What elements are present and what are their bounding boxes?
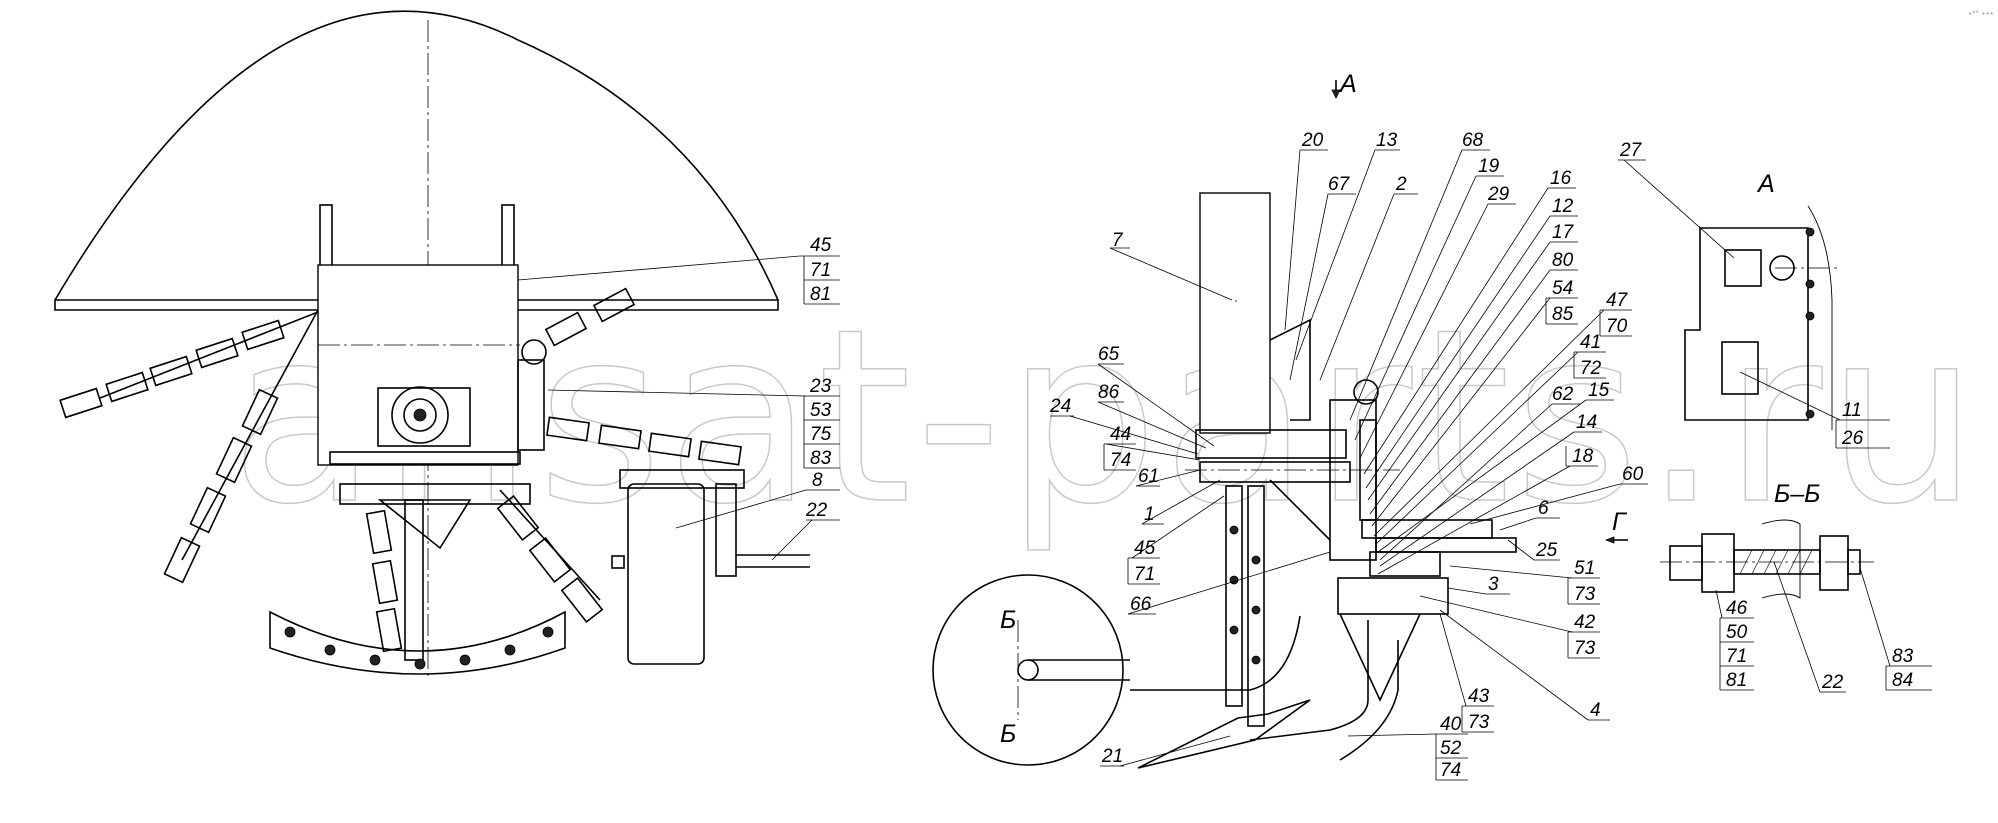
part-number-7: 7 — [1112, 230, 1124, 251]
part-number-24: 24 — [1049, 396, 1071, 417]
part-number-83: 83 — [1892, 646, 1914, 667]
opener-shoe — [1137, 699, 1311, 769]
part-number-22: 22 — [805, 500, 828, 521]
part-number-80: 80 — [1552, 250, 1574, 271]
part-number-21: 21 — [1101, 746, 1123, 767]
hopper-box — [1199, 192, 1271, 434]
part-number-72: 72 — [1580, 358, 1602, 379]
callout-left-22: 22 — [771, 500, 840, 561]
view-a: А 27 11 26 — [1618, 140, 1890, 449]
section-mark-b-bottom: Б — [1000, 720, 1016, 748]
part-number-18: 18 — [1572, 446, 1594, 467]
wheel-side — [627, 483, 705, 665]
part-number-43: 43 — [1468, 686, 1490, 707]
view-arrow-g-label: Г — [1612, 508, 1628, 536]
part-number-8: 8 — [812, 470, 823, 491]
part-number-70: 70 — [1606, 316, 1628, 337]
part-number-41: 41 — [1580, 332, 1601, 353]
part-number-67: 67 — [1328, 174, 1351, 195]
cup-chain-left — [59, 309, 319, 584]
part-number-14: 14 — [1576, 412, 1597, 433]
part-number-74: 74 — [1440, 760, 1461, 781]
callout-left-45-71-81: 45 71 81 — [517, 235, 840, 305]
part-number-25: 25 — [1535, 540, 1558, 561]
part-number-23: 23 — [809, 376, 832, 397]
part-number-75: 75 — [810, 424, 832, 445]
furrow-guard — [269, 610, 566, 675]
center-view: A — [932, 70, 1648, 781]
part-number-29: 29 — [1487, 184, 1510, 205]
corner-mark: •°° ••• — [1968, 10, 1994, 18]
part-number-86: 86 — [1098, 382, 1120, 403]
part-number-47: 47 — [1606, 290, 1629, 311]
part-number-42: 42 — [1574, 612, 1596, 633]
part-number-20: 20 — [1301, 130, 1324, 151]
part-number-44: 44 — [1110, 424, 1131, 445]
part-number-73: 73 — [1468, 712, 1490, 733]
part-number-4: 4 — [1590, 700, 1601, 721]
left-view: 45 71 81 23 53 75 83 8 22 — [54, 10, 840, 680]
part-number-45: 45 — [810, 235, 832, 256]
part-number-71: 71 — [810, 260, 831, 281]
center-callouts: 7 20 13 67 2 68 19 — [1049, 130, 1648, 781]
part-number-71: 71 — [1134, 564, 1155, 585]
part-number-52: 52 — [1440, 738, 1462, 759]
part-number-13: 13 — [1376, 130, 1398, 151]
part-number-73: 73 — [1574, 584, 1596, 605]
part-number-51: 51 — [1574, 558, 1595, 579]
cup-chain-right — [365, 287, 742, 653]
callout-left-8: 8 — [675, 470, 840, 529]
part-number-54: 54 — [1552, 278, 1573, 299]
watermark-text: ansat-parts.ru — [230, 277, 1982, 557]
part-number-6: 6 — [1538, 498, 1549, 519]
part-number-11: 11 — [1842, 400, 1862, 421]
part-number-15: 15 — [1588, 380, 1610, 401]
part-number-71: 71 — [1726, 646, 1747, 667]
section-b-b-title: Б–Б — [1774, 480, 1820, 508]
view-arrow-a-label: A — [1338, 70, 1357, 98]
section-mark-b-top: Б — [1000, 606, 1016, 634]
part-number-45: 45 — [1134, 538, 1156, 559]
part-number-81: 81 — [810, 284, 831, 305]
part-number-46: 46 — [1726, 598, 1748, 619]
part-number-27: 27 — [1619, 140, 1643, 161]
view-a-title: А — [1756, 170, 1775, 198]
part-number-22: 22 — [1821, 672, 1844, 693]
part-number-84: 84 — [1892, 670, 1913, 691]
part-number-17: 17 — [1552, 222, 1575, 243]
part-number-60: 60 — [1622, 464, 1644, 485]
part-number-62: 62 — [1552, 384, 1574, 405]
part-number-16: 16 — [1550, 168, 1572, 189]
part-number-53: 53 — [810, 400, 832, 421]
bracket-plate — [1337, 577, 1449, 615]
part-number-68: 68 — [1462, 130, 1484, 151]
dome-outline — [54, 10, 779, 301]
part-number-65: 65 — [1098, 344, 1120, 365]
part-number-81: 81 — [1726, 670, 1747, 691]
part-number-26: 26 — [1841, 428, 1864, 449]
press-wheel — [932, 574, 1124, 766]
part-number-40: 40 — [1440, 714, 1462, 735]
part-number-85: 85 — [1552, 304, 1574, 325]
part-number-61: 61 — [1138, 466, 1159, 487]
part-number-50: 50 — [1726, 622, 1748, 643]
part-number-3: 3 — [1488, 574, 1499, 595]
gearbox-housing — [317, 264, 519, 466]
part-number-83: 83 — [810, 448, 832, 469]
part-number-66: 66 — [1130, 594, 1152, 615]
part-number-19: 19 — [1478, 156, 1500, 177]
dome-rim — [54, 299, 779, 311]
cup-chain-vertical — [1225, 485, 1265, 727]
part-number-12: 12 — [1552, 196, 1574, 217]
section-b-b: Б–Б 46 50 71 81 22 83 84 — [1660, 480, 1932, 693]
part-number-73: 73 — [1574, 638, 1596, 659]
part-number-74: 74 — [1110, 450, 1131, 471]
callout-left-23-53-75-83: 23 53 75 83 — [547, 376, 840, 469]
part-number-1: 1 — [1144, 504, 1155, 525]
part-number-2: 2 — [1395, 174, 1407, 195]
